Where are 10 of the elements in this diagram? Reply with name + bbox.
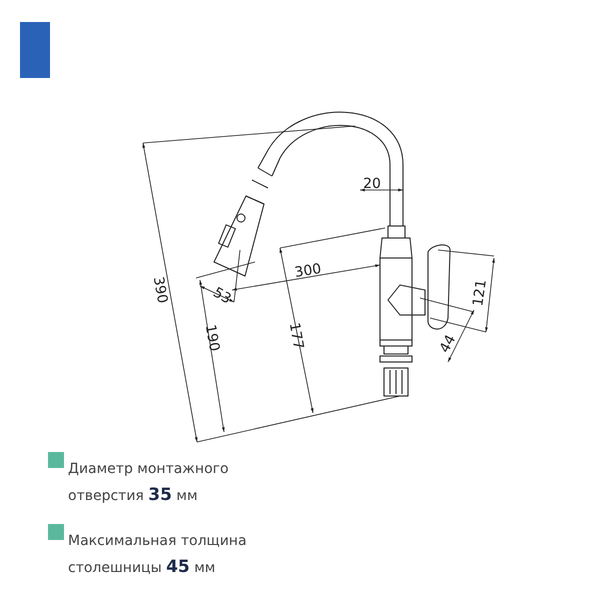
dimension-value: 44 (438, 332, 458, 356)
legend-text: Диаметр монтажного отверстия 35 мм (68, 460, 230, 507)
dimension-value: 390 (150, 276, 170, 304)
dimension-value: 300 (294, 262, 322, 280)
legend-text: Максимальная толщина столешницы 45 мм (68, 532, 248, 579)
dimension-value: 53 (210, 285, 234, 307)
dimension-value: 177 (286, 322, 306, 350)
dimension-value: 20 (363, 177, 381, 191)
dimension-value: 121 (471, 278, 489, 308)
dimension-value: 190 (202, 324, 222, 352)
